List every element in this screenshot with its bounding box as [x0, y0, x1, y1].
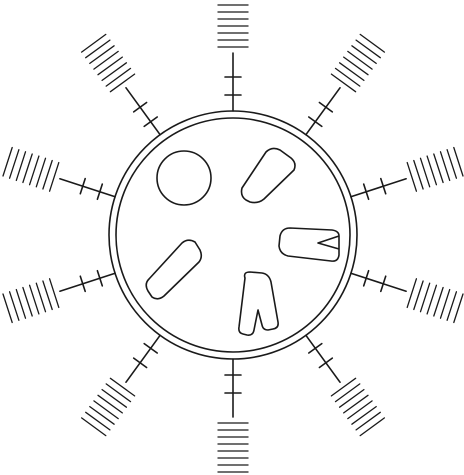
spoke-fringe-line [106, 68, 130, 86]
spoke-fringe-line [414, 161, 423, 190]
spoke-fringe-line [90, 407, 114, 425]
spoke-tick [134, 358, 147, 367]
spoke-fringe-line [50, 163, 59, 192]
spoke-stem [60, 273, 115, 291]
spoke-fringe-line [86, 40, 110, 58]
spoke-fringe-line [360, 34, 384, 52]
inner-trapezoid-top [242, 148, 296, 202]
spoke-stem [351, 273, 406, 291]
spoke-tick [144, 117, 157, 126]
spoke-fringe-line [441, 152, 450, 181]
spoke-fringe-line [94, 51, 118, 69]
spoke-fringe-line [434, 154, 443, 183]
spoke-fringe-line [331, 74, 355, 92]
spoke-fringe-line [447, 150, 456, 179]
outer-ring [109, 111, 357, 359]
spoke-fringe-line [454, 148, 463, 177]
spoke-fringe-line [82, 418, 106, 436]
spoke-fringe-line [360, 418, 384, 436]
inner-ring [116, 118, 350, 352]
spoke-fringe-line [98, 395, 122, 413]
spoke-stem [306, 88, 340, 135]
spoke-stem [351, 179, 406, 197]
spoke-fringe-line [3, 294, 12, 323]
spoke-fringe-line [434, 288, 443, 317]
spoke-tick [319, 103, 332, 112]
spoke-tick [144, 344, 157, 353]
spoke-fringe-line [36, 158, 45, 187]
spoke-tick [309, 344, 322, 353]
spoke-fringe-line [454, 294, 463, 323]
spoke-fringe-line [356, 40, 380, 58]
spoke-stem [60, 179, 115, 197]
spoke-fringe-line [106, 384, 130, 402]
inner-shapes [146, 148, 339, 335]
spoke-fringe-line [98, 57, 122, 75]
spoke-fringe-line [16, 290, 25, 319]
spoke-fringe-line [110, 378, 134, 396]
spoke-fringe-line [344, 395, 368, 413]
spokes-group [3, 0, 463, 472]
spoke-fringe-line [336, 384, 360, 402]
spoke-fringe-line [427, 156, 436, 185]
spoke-fringe-line [30, 156, 39, 185]
spoke-fringe-line [86, 412, 110, 430]
inner-trapezoid-left [146, 240, 201, 299]
spoke-tick [309, 117, 322, 126]
spoke-fringe-line [447, 292, 456, 321]
spoke-fringe-line [16, 152, 25, 181]
spoke-fringe-line [421, 283, 430, 312]
spoke-fringe-line [43, 161, 52, 190]
spoke-stem [306, 335, 340, 382]
spoke-fringe-line [352, 46, 376, 64]
spoke-fringe-line [3, 148, 12, 177]
spoke-fringe-line [10, 150, 19, 179]
spoke-fringe-line [356, 412, 380, 430]
spoke-fringe-line [90, 46, 114, 64]
spoke-fringe-line [23, 154, 32, 183]
spoke-fringe-line [10, 292, 19, 321]
spoke-fringe-line [50, 279, 59, 308]
spoke-tick [134, 103, 147, 112]
spoke-fringe-line [36, 283, 45, 312]
spoke-fringe-line [82, 34, 106, 52]
spoke-fringe-line [344, 57, 368, 75]
spoke-fringe-line [23, 288, 32, 317]
spoke-fringe-line [407, 279, 416, 308]
spoke-fringe-line [348, 51, 372, 69]
spoke-tick [319, 358, 332, 367]
spoke-fringe-line [336, 68, 360, 86]
spoke-fringe-line [441, 290, 450, 319]
spoke-stem [126, 335, 160, 382]
spoke-fringe-line [331, 378, 355, 396]
inner-circle-shape [157, 151, 211, 205]
spoke-fringe-line [43, 281, 52, 310]
spoke-fringe-line [427, 285, 436, 314]
spoke-fringe-line [340, 390, 364, 408]
spoke-fringe-line [102, 63, 126, 81]
inner-u-shape [239, 272, 278, 335]
spoke-fringe-line [407, 163, 416, 192]
spoke-stem [126, 88, 160, 135]
spoke-fringe-line [352, 407, 376, 425]
spoke-fringe-line [94, 401, 118, 419]
spoke-fringe-line [340, 63, 364, 81]
spoke-fringe-line [102, 390, 126, 408]
spoke-fringe-line [414, 281, 423, 310]
spoke-fringe-line [30, 285, 39, 314]
inner-c-shape [279, 228, 339, 261]
spoke-fringe-line [421, 158, 430, 187]
spoke-fringe-line [348, 401, 372, 419]
spoke-fringe-line [110, 74, 134, 92]
